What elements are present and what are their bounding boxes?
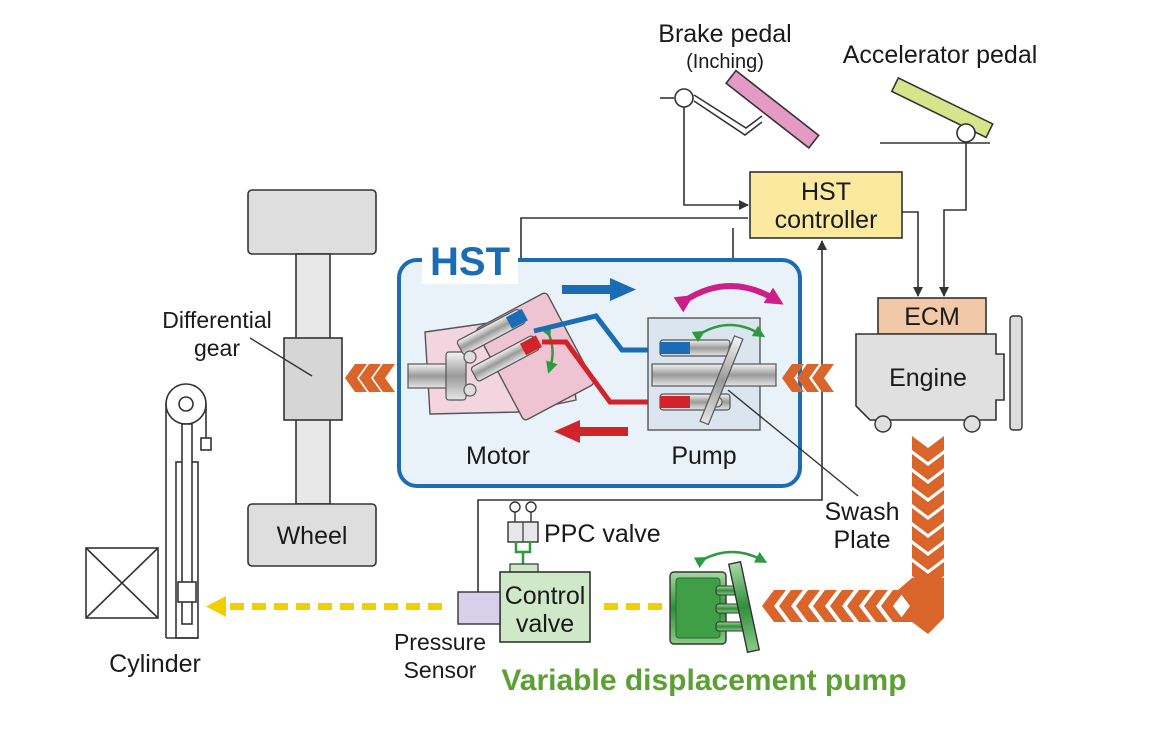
ecm-label: ECM <box>904 303 960 331</box>
engine-flywheel <box>1009 315 1023 431</box>
variable-pump-tilt-arrow <box>693 550 768 569</box>
pressure-sensor-label-line1: Pressure <box>394 629 486 655</box>
high-pressure-line <box>542 339 662 405</box>
pump-tilt-arrow <box>691 323 766 343</box>
brake-pivot-icon <box>674 88 694 108</box>
lift-cylinder <box>85 383 212 639</box>
inching-label: (Inching) <box>686 51 764 73</box>
cylinder-label: Cylinder <box>109 650 201 678</box>
control-valve: Control valve <box>499 563 591 643</box>
accelerator-pedal-label: Accelerator pedal <box>843 41 1038 69</box>
wheel-label: Wheel <box>277 522 348 550</box>
differential-label-line1: Differential <box>162 307 272 333</box>
motor-tilt-arrow <box>540 324 558 374</box>
variable-pump-label: Variable displacement pump <box>501 664 906 697</box>
swash-leader-line <box>727 389 859 497</box>
brake-signal-line <box>683 103 749 210</box>
power-flow-to-wheel <box>345 364 395 392</box>
swash-label-line2: Plate <box>834 526 891 554</box>
ppc-valve <box>507 501 539 564</box>
engine-label: Engine <box>889 364 967 392</box>
lower-wheel <box>247 503 377 567</box>
hydraulic-flow-line <box>206 596 662 617</box>
wheel-assembly: Wheel <box>247 189 377 567</box>
power-flow-to-variable-pump <box>762 436 944 634</box>
hydraulic-motor <box>407 292 595 421</box>
flow-arrow-right <box>562 278 636 301</box>
hst-title-backdrop <box>422 238 518 284</box>
controller-to-ecm-line <box>902 211 923 297</box>
accelerator-pedal-plate <box>890 76 994 139</box>
brake-pedal-plate <box>724 69 820 150</box>
pump-input-shaft <box>651 363 777 387</box>
swash-label-line1: Swash <box>824 498 899 526</box>
brake-pedal-label: Brake pedal <box>658 20 791 48</box>
accelerator-pivot-icon <box>956 123 976 143</box>
accelerator-pedal <box>880 76 994 144</box>
upper-wheel <box>247 189 377 255</box>
swash-control-arrow <box>673 283 784 313</box>
differential-leader-line <box>249 337 313 377</box>
pressure-sensor <box>457 591 501 625</box>
flow-arrow-left <box>554 420 628 443</box>
accelerator-signal-line <box>939 143 967 297</box>
hst-controller-label-line2: controller <box>775 206 878 234</box>
hydraulic-pump <box>647 283 784 431</box>
ppc-valve-label: PPC valve <box>544 520 661 548</box>
control-valve-label-line2: valve <box>516 610 574 638</box>
engine: Engine <box>855 315 1023 433</box>
brake-pedal <box>660 69 820 150</box>
pressure-sensor-label-line2: Sensor <box>404 657 477 683</box>
power-flow-to-pump <box>782 364 834 392</box>
low-pressure-line <box>533 313 662 353</box>
pump-label: Pump <box>671 442 736 470</box>
hst-controller: HST controller <box>749 171 903 239</box>
hst-title: HST <box>430 240 510 284</box>
differential-gear-box <box>283 337 343 421</box>
variable-displacement-pump <box>669 550 768 654</box>
hst-controller-label-line1: HST <box>801 178 851 206</box>
hydraulic-flow-arrowhead <box>206 596 226 617</box>
differential-label-line2: gear <box>194 335 240 361</box>
ecm: ECM <box>877 297 987 335</box>
control-valve-label-line1: Control <box>505 582 586 610</box>
motor-label: Motor <box>466 442 530 470</box>
